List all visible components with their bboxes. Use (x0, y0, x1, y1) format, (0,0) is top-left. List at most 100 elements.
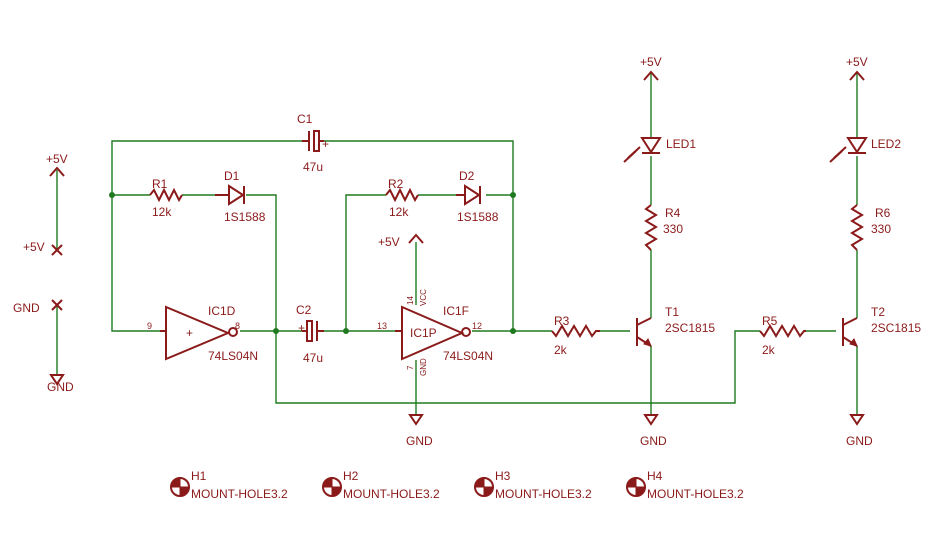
junction-dot (510, 328, 516, 334)
ic1f-pin-in: 13 (377, 321, 387, 331)
gnd-label: GND (846, 434, 873, 448)
mount-hole-h2: H2 MOUNT-HOLE3.2 (322, 469, 440, 501)
h1-value: MOUNT-HOLE3.2 (191, 487, 288, 501)
h3-value: MOUNT-HOLE3.2 (495, 487, 592, 501)
ic1p-pin-gnd: 7 (406, 365, 415, 370)
inverter-ic1f: 13 12 IC1F 74LS04N (377, 304, 493, 363)
transistor-t2: T2 2SC1815 (842, 305, 921, 347)
vcc-symbol-ic1p: +5V (378, 233, 424, 249)
r2-value: 12k (389, 205, 409, 219)
resistor-r5: R5 2k (759, 314, 806, 357)
d1-label: D1 (224, 169, 240, 183)
d2-label: D2 (459, 169, 475, 183)
c2-value: 47u (303, 351, 323, 365)
vcc-symbol-t1: +5V (640, 55, 662, 81)
r1-label: R1 (152, 177, 168, 191)
vcc-label: +5V (640, 55, 662, 69)
t1-value: 2SC1815 (665, 321, 715, 335)
ic1d-plus: + (186, 326, 193, 340)
ic1f-label: IC1F (443, 304, 469, 318)
r3-value: 2k (554, 343, 568, 357)
h3-label: H3 (495, 469, 511, 483)
r5-value: 2k (762, 343, 776, 357)
gnd-label: GND (406, 434, 433, 448)
wire-bottom-bus (275, 330, 760, 404)
transistor-t1: T1 2SC1815 (636, 305, 715, 347)
h4-value: MOUNT-HOLE3.2 (647, 487, 744, 501)
junction-dot (273, 328, 279, 334)
h2-label: H2 (343, 469, 359, 483)
d1-value: 1S1588 (224, 210, 266, 224)
mount-hole-h3: H3 MOUNT-HOLE3.2 (474, 469, 592, 501)
r6-label: R6 (875, 206, 891, 220)
vcc-label: +5V (23, 240, 45, 254)
ic1f-pin-out: 12 (472, 321, 482, 331)
diode-d1: D1 1S1588 (215, 169, 266, 224)
r4-label: R4 (665, 206, 681, 220)
gnd-symbol-left: GND (47, 374, 74, 394)
wire-r2-left (345, 194, 386, 331)
mount-hole-h4: H4 MOUNT-HOLE3.2 (626, 469, 744, 501)
wire-ic1d-in (111, 195, 160, 332)
led1-label: LED1 (666, 137, 696, 151)
resistor-r3: R3 2k (551, 314, 600, 357)
resistor-r4: R4 330 (644, 204, 683, 251)
r3-label: R3 (554, 314, 570, 328)
junction-dot (510, 192, 516, 198)
r1-value: 12k (152, 205, 172, 219)
diode-d2: D2 1S1588 (456, 169, 499, 224)
vcc-nc-left: +5V (23, 240, 63, 256)
gnd-label: GND (640, 434, 667, 448)
vcc-label: +5V (846, 55, 868, 69)
c1-label: C1 (297, 112, 313, 126)
gnd-label: GND (47, 380, 74, 394)
h4-label: H4 (647, 469, 663, 483)
r6-value: 330 (871, 222, 891, 236)
r4-value: 330 (663, 222, 683, 236)
d2-value: 1S1588 (457, 210, 499, 224)
wires (56, 73, 858, 415)
ic-power-ic1p: IC1P 14 VCC 7 GND (406, 289, 437, 376)
gnd-symbol-t2: GND (846, 414, 873, 448)
gnd-symbol-t1: GND (640, 414, 667, 448)
ic1d-pin-out: 8 (235, 321, 240, 331)
resistor-r2: R2 12k (385, 177, 419, 219)
ic1p-gnd-label: GND (419, 358, 428, 376)
ic1d-pin-in: 9 (147, 321, 152, 331)
capacitor-c1: + C1 47u (297, 112, 329, 174)
gnd-label: GND (13, 301, 40, 315)
junction-dot (343, 328, 349, 334)
t2-value: 2SC1815 (871, 321, 921, 335)
led-led2: LED2 (829, 137, 901, 163)
ic1p-pin-vcc: 14 (406, 296, 415, 305)
mount-hole-h1: H1 MOUNT-HOLE3.2 (170, 469, 288, 501)
ic1p-label: IC1P (410, 326, 437, 340)
capacitor-c2: + C2 47u (296, 303, 324, 365)
wire-c1-right (324, 140, 514, 195)
vcc-symbol-t2: +5V (846, 55, 868, 81)
h2-value: MOUNT-HOLE3.2 (343, 487, 440, 501)
c1-plus: + (322, 137, 329, 151)
ic1f-value: 74LS04N (443, 349, 493, 363)
ic1p-vcc-label: VCC (419, 289, 428, 306)
c2-plus: + (298, 321, 305, 335)
ic1d-label: IC1D (208, 304, 236, 318)
t1-label: T1 (665, 305, 679, 319)
resistor-r1: R1 12k (149, 177, 183, 219)
resistor-r6: R6 330 (850, 204, 891, 251)
vcc-symbol-left: +5V (46, 152, 68, 177)
r5-label: R5 (762, 314, 778, 328)
vcc-label: +5V (378, 235, 400, 249)
inverter-ic1d: + 9 8 IC1D 74LS04N (147, 304, 258, 363)
wire-c1-top (111, 140, 302, 195)
led-led1: LED1 (623, 137, 696, 163)
h1-label: H1 (191, 469, 207, 483)
ic1d-value: 74LS04N (208, 349, 258, 363)
vcc-label: +5V (46, 152, 68, 166)
wire-d1-out (246, 194, 277, 331)
c2-label: C2 (296, 303, 312, 317)
gnd-nc-left: GND (13, 299, 63, 315)
t2-label: T2 (871, 305, 885, 319)
led2-label: LED2 (871, 137, 901, 151)
